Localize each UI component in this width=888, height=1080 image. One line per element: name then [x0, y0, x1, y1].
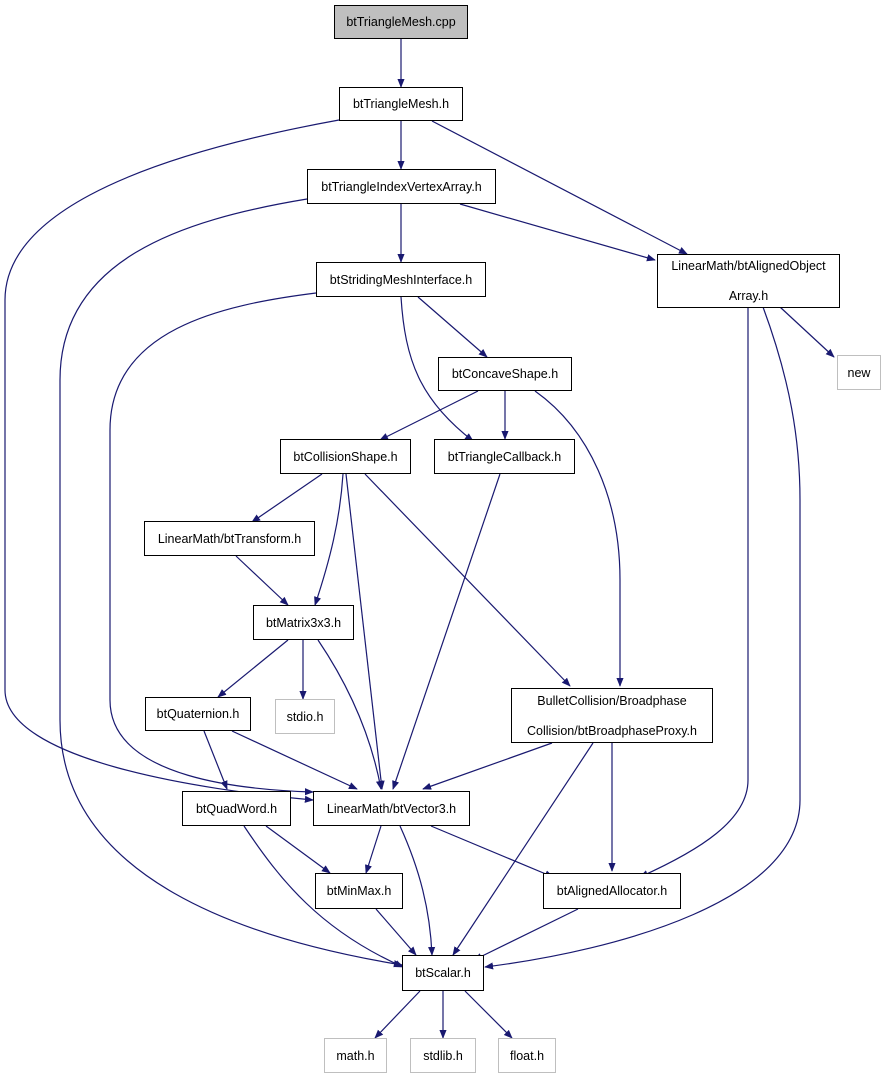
edge-trianglemesh-to-alignedobjectarray — [431, 120, 688, 255]
edge-concaveshape-to-broadphaseproxy — [534, 390, 624, 687]
edge-collisionshape-to-broadphaseproxy — [364, 473, 571, 687]
node-btcollisionshape-h[interactable]: btCollisionShape.h — [280, 439, 411, 474]
edge-alignedobjectarray-to-scalar — [484, 306, 801, 970]
node-btquaternion-h[interactable]: btQuaternion.h — [145, 697, 251, 731]
edge-quadword-to-scalar — [243, 825, 404, 968]
node-math-h[interactable]: math.h — [324, 1038, 387, 1073]
node-btminmax-h[interactable]: btMinMax.h — [315, 873, 403, 909]
node-btvector3-h[interactable]: LinearMath/btVector3.h — [313, 791, 470, 826]
edge-quadword-to-minmax — [265, 825, 331, 874]
node-bttrianglemesh-h[interactable]: btTriangleMesh.h — [339, 87, 463, 121]
edge-transform-to-matrix3x3 — [235, 555, 289, 606]
edge-stridingmeshinterface-to-trianglecallback — [400, 296, 474, 442]
edge-trianglecallback-to-vector3 — [392, 473, 501, 790]
edge-broadphaseproxy-to-scalar — [452, 742, 594, 956]
edge-matrix3x3-to-vector3 — [317, 639, 384, 790]
node-btalignedallocator-h[interactable]: btAlignedAllocator.h — [543, 873, 681, 909]
edge-indexvertexarray-to-scalar — [59, 198, 403, 968]
edge-indexvertexarray-to-alignedobjectarray — [459, 203, 656, 262]
node-btstridingmeshinterface-h[interactable]: btStridingMeshInterface.h — [316, 262, 486, 297]
edge-matrix3x3-to-quaternion — [217, 639, 289, 698]
edge-collisionshape-to-vector3 — [345, 473, 385, 790]
node-btscalar-h[interactable]: btScalar.h — [402, 955, 484, 991]
edge-trianglemesh-to-vector3 — [4, 119, 340, 803]
edge-vector3-to-scalar — [399, 825, 436, 956]
edge-scalar-to-math — [374, 990, 421, 1039]
edge-stridingmeshinterface-to-vector3 — [109, 292, 317, 796]
node-btquadword-h[interactable]: btQuadWord.h — [182, 791, 291, 826]
node-float-h[interactable]: float.h — [498, 1038, 556, 1073]
edge-vector3-to-alignedallocator — [430, 825, 554, 878]
edge-stridingmeshinterface-to-concaveshape — [417, 296, 488, 358]
node-new[interactable]: new — [837, 355, 881, 390]
node-btconcaveshape-h[interactable]: btConcaveShape.h — [438, 357, 572, 391]
edge-scalar-to-float — [464, 990, 513, 1039]
edge-vector3-to-minmax — [365, 825, 382, 874]
edge-quaternion-to-quadword — [203, 730, 228, 790]
node-bttriangleindexvertexarray-h[interactable]: btTriangleIndexVertexArray.h — [307, 169, 496, 204]
node-bttrianglemesh-cpp[interactable]: btTriangleMesh.cpp — [334, 5, 468, 39]
edge-alignedobjectarray-to-new — [779, 306, 835, 358]
edge-collisionshape-to-matrix3x3 — [314, 473, 344, 606]
edge-alignedallocator-to-scalar — [473, 908, 579, 961]
edge-concaveshape-to-collisionshape — [379, 390, 479, 441]
node-bttransform-h[interactable]: LinearMath/btTransform.h — [144, 521, 315, 556]
edge-quaternion-to-vector3 — [231, 730, 358, 790]
node-stdlib-h[interactable]: stdlib.h — [410, 1038, 476, 1073]
edge-alignedobjectarray-to-alignedallocator — [639, 307, 749, 878]
node-btmatrix3x3-h[interactable]: btMatrix3x3.h — [253, 605, 354, 640]
edge-collisionshape-to-transform — [251, 473, 323, 523]
node-stdio-h[interactable]: stdio.h — [275, 699, 335, 734]
edge-broadphaseproxy-to-vector3 — [422, 742, 553, 790]
node-bttrianglecallback-h[interactable]: btTriangleCallback.h — [434, 439, 575, 474]
edge-minmax-to-scalar — [375, 908, 417, 956]
